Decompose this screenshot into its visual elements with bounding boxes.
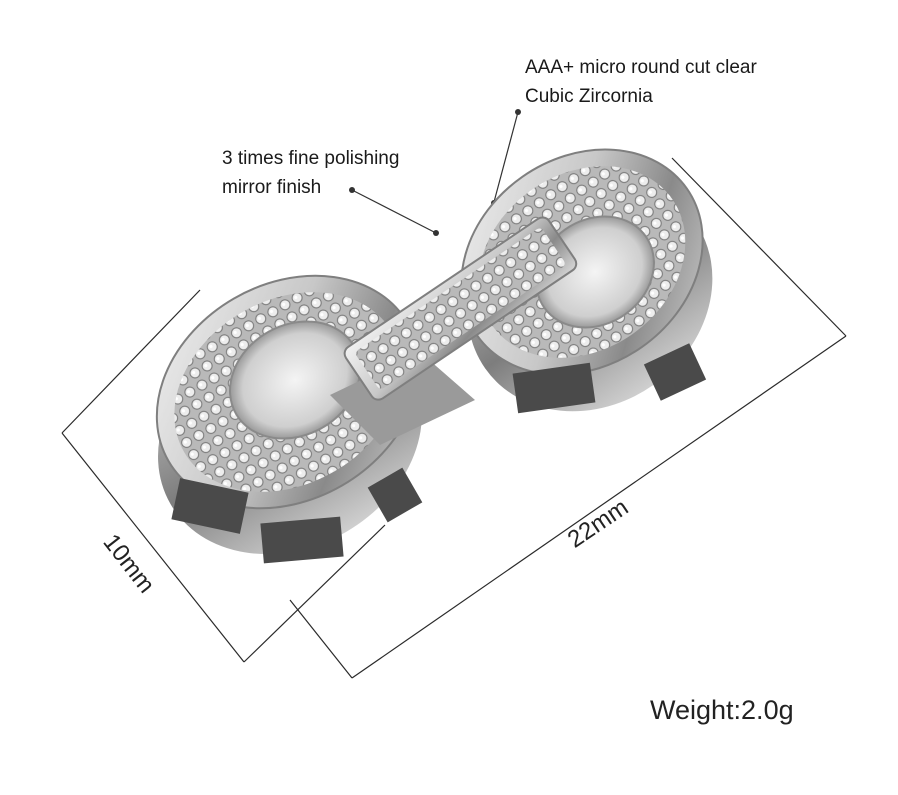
dimension-lines (61, 157, 847, 679)
callout-dot-zircon (515, 109, 521, 115)
polish-annotation-line1: 3 times fine polishing (222, 148, 400, 169)
length-dimension-line (351, 335, 847, 679)
left-ring (155, 274, 423, 564)
polish-annotation-line2: mirror finish (222, 177, 322, 198)
zircon-annotation-line1: AAA+ micro round cut clear (525, 57, 757, 78)
zircon-annotation-line2: Cubic Zircornia (525, 86, 653, 107)
callout-dot-polish-end (433, 230, 439, 236)
callout-lines (351, 111, 519, 234)
polish-annotation: 3 times fine polishing mirror finish (222, 144, 399, 202)
width-dimension-line (61, 432, 245, 663)
callout-dot-polish (349, 187, 355, 193)
weight-label: Weight:2.0g (650, 695, 794, 725)
connecting-bar (330, 216, 578, 445)
zircon-annotation: AAA+ micro round cut clear Cubic Zircorn… (525, 53, 757, 111)
